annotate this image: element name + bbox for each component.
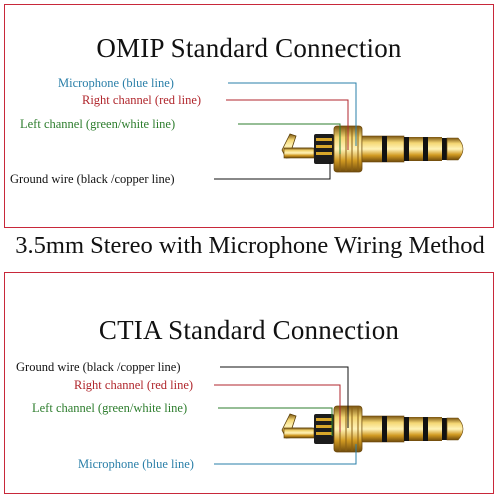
ctia-panel: CTIA Standard Connection bbox=[4, 272, 494, 494]
omip-left-channel-leader-line bbox=[238, 123, 341, 154]
ctia-ground-leader-line bbox=[220, 366, 349, 428]
omip-microphone-leader-line bbox=[228, 82, 357, 146]
omip-panel: OMIP Standard Connection bbox=[4, 4, 494, 228]
wiring-method-title: 3.5mm Stereo with Microphone Wiring Meth… bbox=[15, 232, 485, 259]
omip-ground-leader-line bbox=[214, 162, 331, 180]
ctia-plug-illustration bbox=[281, 405, 464, 453]
ctia-microphone-leader-line bbox=[214, 444, 357, 465]
omip-right-channel-label: Right channel (red line) bbox=[82, 93, 202, 107]
omip-title: OMIP Standard Connection bbox=[96, 33, 402, 63]
omip-left-channel-label: Left channel (green/white line) bbox=[20, 117, 176, 131]
ctia-right-channel-label: Right channel (red line) bbox=[74, 378, 194, 392]
ctia-left-channel-leader-line bbox=[218, 407, 333, 436]
omip-plug-illustration bbox=[281, 125, 464, 173]
omip-right-channel-leader-line bbox=[226, 99, 349, 150]
ctia-left-channel-label: Left channel (green/white line) bbox=[32, 401, 188, 415]
ctia-ground-wire-label: Ground wire (black /copper line) bbox=[16, 360, 181, 374]
ctia-right-channel-leader-line bbox=[214, 384, 341, 432]
ctia-title: CTIA Standard Connection bbox=[98, 315, 400, 345]
omip-microphone-label: Microphone (blue line) bbox=[58, 76, 174, 90]
omip-ground-wire-label: Ground wire (black /copper line) bbox=[10, 172, 175, 186]
ctia-microphone-label: Microphone (blue line) bbox=[78, 457, 194, 471]
